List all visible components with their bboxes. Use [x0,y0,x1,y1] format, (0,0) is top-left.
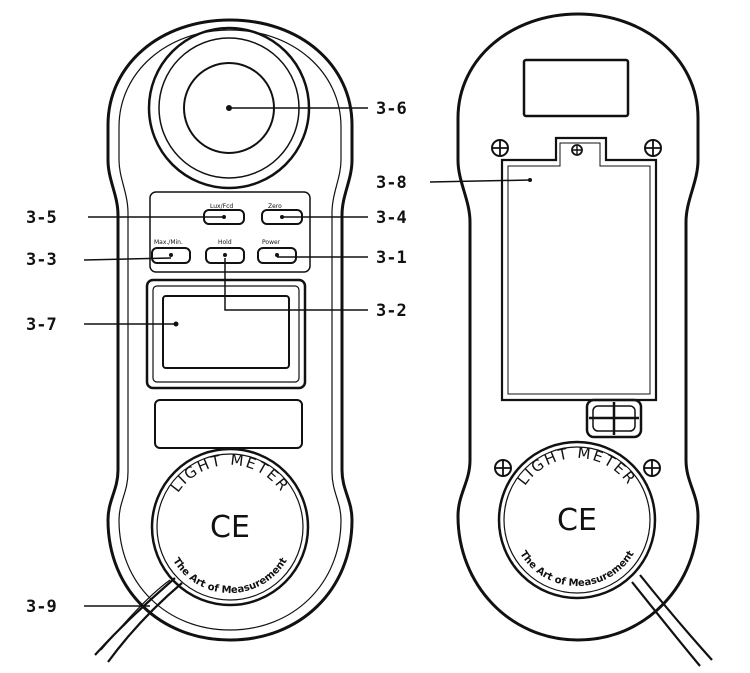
callout-3-6: 3-6 [376,99,407,119]
label-window [154,399,303,449]
back-seal-tagline: The Art of Measurement [517,549,636,589]
callout-3-9: 3-9 [26,597,57,617]
power-label: Power [262,239,281,246]
callout-3-8: 3-8 [376,173,407,193]
lux-fcd-label: Lux/Fcd [210,203,233,210]
max-min-button[interactable]: Max./Min. [151,239,191,264]
lux-fcd-button[interactable]: Lux/Fcd [203,203,245,225]
power-button[interactable]: Power [257,239,297,264]
screw-icon [571,144,583,156]
screw-icon [643,459,661,477]
lanyard-icon [94,577,183,663]
max-min-label: Max./Min. [154,239,183,246]
hold-label: Hold [218,239,232,246]
back-top-window [522,58,630,118]
callout-3-4: 3-4 [376,208,407,228]
callouts: 3-6 3-8 3-5 3-4 3-3 3-1 3-2 3-7 3-9 [26,99,531,617]
front-seal-logo: LIGHT METER The Art of Measurement CE [150,447,310,607]
screw-icon [644,139,662,157]
front-body-outline [106,18,354,642]
lcd-display [145,278,307,390]
svg-text:The Art of Measurement: The Art of Measurement [170,556,289,596]
keypad-panel [149,191,311,273]
back-seal-title: LIGHT METER [514,444,638,489]
callout-3-7: 3-7 [26,315,57,335]
front-view: Lux/Fcd Zero Max./Min. Hold Power [94,18,354,663]
ce-mark-icon: CE [210,510,250,545]
leader-line-3-2 [224,258,368,311]
svg-text:LIGHT METER: LIGHT METER [514,444,640,489]
svg-text:The Art of Measurement: The Art of Measurement [517,549,636,589]
leader-line-3-8 [429,179,531,183]
screw-icon [491,139,509,157]
back-seal-logo: LIGHT METER The Art of Measurement CE [497,440,657,600]
back-view: LIGHT METER The Art of Measurement CE [456,12,713,667]
callout-3-3: 3-3 [26,250,57,270]
screw-icon [494,459,512,477]
callout-3-2: 3-2 [376,301,407,321]
back-body-outline [456,12,700,642]
callout-3-5: 3-5 [26,208,57,228]
callout-3-1: 3-1 [376,248,407,268]
zero-button[interactable]: Zero [261,203,303,225]
front-seal-title: LIGHT METER [167,451,291,496]
lanyard-icon [631,574,713,667]
tripod-socket-icon [585,398,643,439]
leader-line-3-3 [83,257,172,261]
front-seal-tagline: The Art of Measurement [170,556,289,596]
zero-label: Zero [268,203,282,210]
svg-text:LIGHT METER: LIGHT METER [167,451,293,496]
ce-mark-icon: CE [557,503,597,538]
battery-cover [500,136,658,402]
front-body-inner-outline [118,29,342,631]
